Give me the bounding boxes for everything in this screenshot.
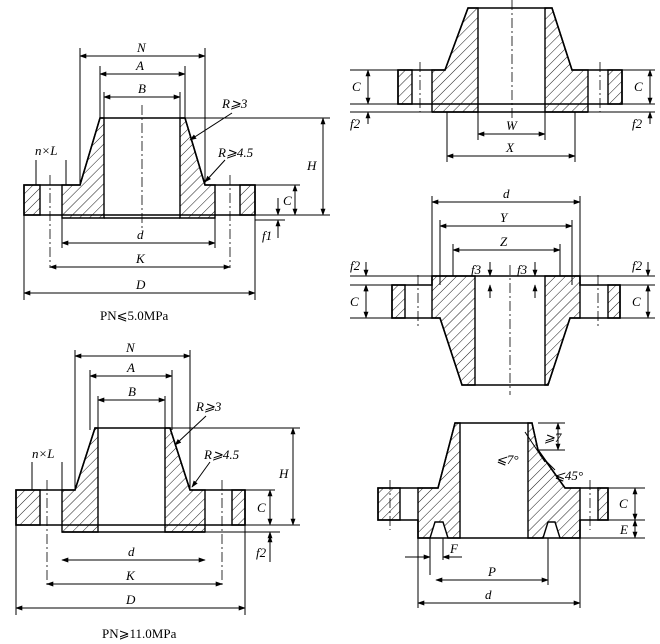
dim-label-B: B bbox=[138, 81, 146, 96]
flange-section-right-hub bbox=[164, 427, 206, 533]
flange-view-top-right: C f2 C f2 W X bbox=[350, 0, 655, 162]
dim-label-d: d bbox=[503, 186, 510, 201]
dim-label-R3: R⩾3 bbox=[195, 399, 222, 414]
flange-outline bbox=[15, 427, 246, 526]
flange-outline bbox=[391, 275, 621, 386]
flange-section-left bbox=[15, 489, 41, 526]
dim-label-R3: R⩾3 bbox=[221, 96, 248, 111]
dim-label-le45deg: ⩽45° bbox=[554, 468, 583, 483]
dim-label-Y: Y bbox=[500, 210, 509, 225]
dim-label-D: D bbox=[125, 592, 136, 607]
dim-label-d: d bbox=[128, 544, 135, 559]
dim-label-E: E bbox=[619, 522, 628, 537]
flange-section-left-hub bbox=[61, 427, 99, 533]
dim-label-A: A bbox=[135, 58, 144, 73]
caption-low-pressure: PN⩽5.0MPa bbox=[100, 308, 169, 323]
flange-section-right-hub bbox=[179, 117, 216, 219]
dim-label-f2-left: f2 bbox=[350, 116, 361, 131]
dim-label-ge7: ⩾7 bbox=[544, 430, 562, 445]
dim-label-K: K bbox=[135, 251, 146, 266]
dim-label-C-right: C bbox=[632, 294, 641, 309]
flange-section-left-hub bbox=[61, 117, 105, 219]
dim-label-C-left: C bbox=[352, 79, 361, 94]
dim-label-C: C bbox=[283, 193, 292, 208]
dim-label-nxL: n×L bbox=[32, 446, 55, 461]
dim-label-H: H bbox=[306, 158, 317, 173]
dim-label-d: d bbox=[485, 587, 492, 602]
dim-label-N: N bbox=[125, 340, 136, 355]
flange-outline bbox=[377, 422, 609, 539]
caption-high-pressure: PN⩾11.0MPa bbox=[102, 626, 177, 641]
flange-section-left-hub bbox=[431, 275, 476, 386]
dim-label-C-right: C bbox=[634, 79, 643, 94]
dim-label-K: K bbox=[125, 568, 136, 583]
dim-label-C-left: C bbox=[350, 294, 359, 309]
dim-label-W: W bbox=[506, 118, 518, 133]
dim-label-nxL: n×L bbox=[35, 143, 58, 158]
dim-label-f3-right: f3 bbox=[517, 262, 528, 277]
dim-label-f2-right: f2 bbox=[632, 116, 643, 131]
flange-section-right-hub bbox=[544, 7, 589, 113]
dim-label-f2-left: f2 bbox=[350, 258, 361, 273]
flange-view-high-pressure: N A B R⩾3 R⩾4.5 n×L H C f2 d K D PN⩾11.0… bbox=[15, 340, 300, 641]
flange-section-right bbox=[607, 284, 621, 319]
dim-label-N: N bbox=[136, 40, 147, 55]
dim-label-D: D bbox=[135, 277, 146, 292]
flange-section-right bbox=[239, 184, 256, 216]
flange-section-right bbox=[607, 69, 623, 105]
dim-label-C: C bbox=[619, 496, 628, 511]
flange-section-left bbox=[397, 69, 413, 105]
flange-section-right bbox=[231, 489, 246, 526]
flange-section-right bbox=[597, 487, 609, 521]
dim-label-X: X bbox=[505, 140, 515, 155]
dim-label-f2-right: f2 bbox=[632, 258, 643, 273]
flange-outline bbox=[397, 7, 623, 105]
dim-label-A: A bbox=[126, 360, 135, 375]
dim-label-le7deg: ⩽7° bbox=[496, 452, 519, 467]
flange-section-left-hub bbox=[417, 422, 461, 539]
dim-label-C: C bbox=[257, 500, 266, 515]
flange-section-right-hub bbox=[544, 275, 581, 386]
dim-label-R45: R⩾4.5 bbox=[217, 145, 254, 160]
dim-label-Z: Z bbox=[500, 234, 508, 249]
dim-label-f3-left: f3 bbox=[471, 262, 482, 277]
dim-label-P: P bbox=[487, 564, 496, 579]
dim-label-F: F bbox=[449, 541, 459, 556]
dim-label-f2: f2 bbox=[256, 545, 267, 560]
flange-section-left-hub bbox=[431, 7, 479, 113]
dim-label-d: d bbox=[137, 227, 144, 242]
flange-view-low-pressure: N A B R⩾3 R⩾4.5 n×L H C f1 d K D PN⩽5.0M… bbox=[23, 40, 330, 323]
flange-view-middle-right: d Y Z f2 C f3 f3 f2 C bbox=[350, 186, 655, 395]
flange-outline bbox=[23, 117, 256, 216]
dim-label-f1: f1 bbox=[262, 228, 272, 243]
dim-label-R45: R⩾4.5 bbox=[203, 447, 240, 462]
dim-label-B: B bbox=[128, 384, 136, 399]
flange-section-left bbox=[377, 487, 401, 521]
flange-section-left bbox=[23, 184, 41, 216]
flange-view-bottom-right: ⩾7 ⩽7° ⩽45° C E F P d bbox=[377, 422, 645, 608]
flange-section-left bbox=[391, 284, 406, 319]
dim-label-H: H bbox=[278, 466, 289, 481]
